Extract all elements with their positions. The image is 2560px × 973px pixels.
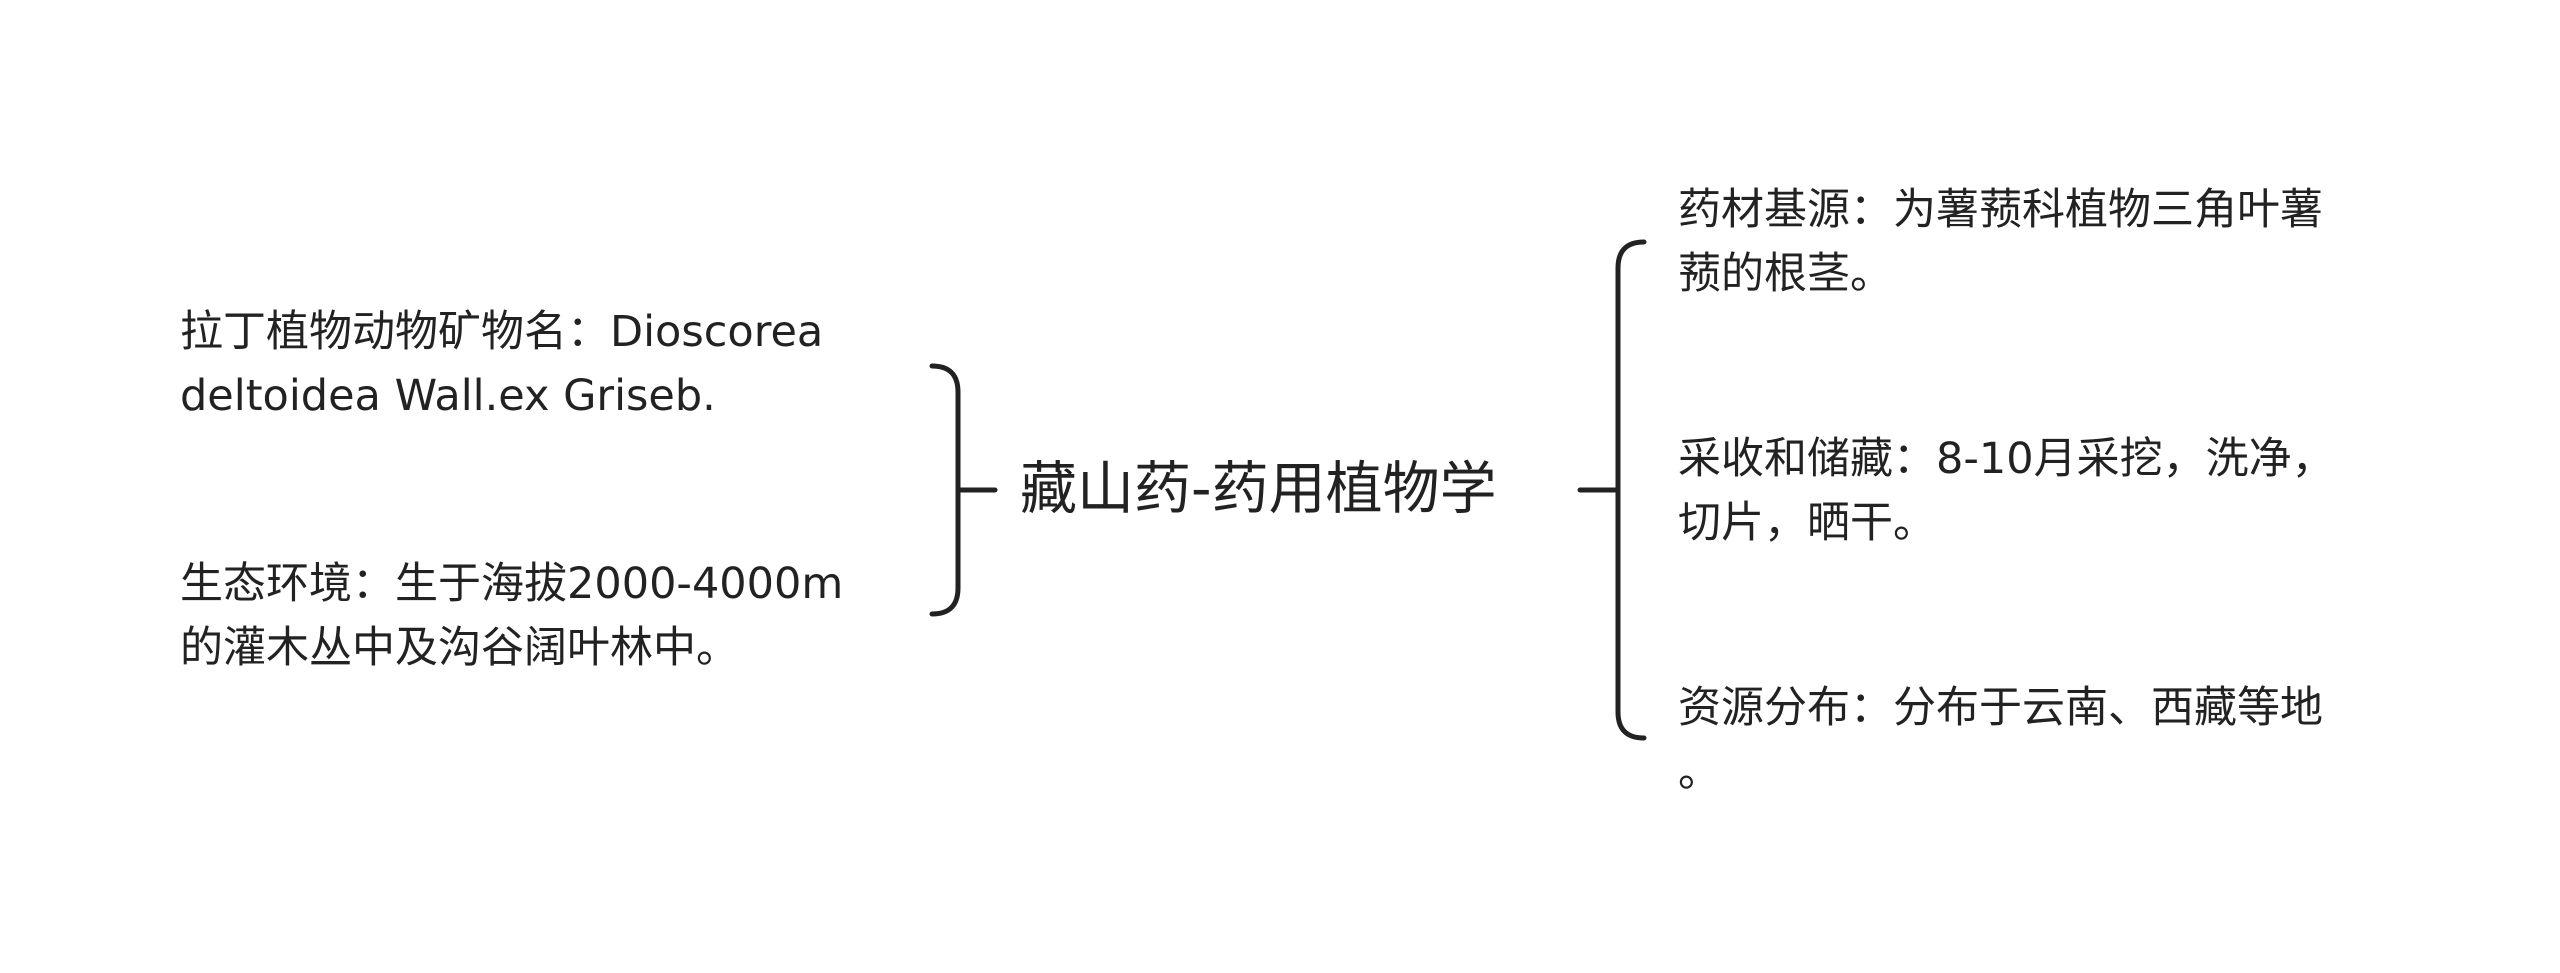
node-text-line: 拉丁植物动物矿物名：Dioscorea <box>180 307 824 357</box>
node-text-line: 资源分布：分布于云南、西藏等地 <box>1678 683 2323 733</box>
node-text-line: deltoidea Wall.ex Griseb. <box>180 371 716 421</box>
left-bracket <box>929 363 961 617</box>
left-node-latin-name[interactable]: 拉丁植物动物矿物名：Dioscorea deltoidea Wall.ex Gr… <box>180 300 900 428</box>
node-text-line: 的灌木丛中及沟谷阔叶林中。 <box>180 623 739 673</box>
right-node-harvest[interactable]: 采收和储藏：8-10月采挖，洗净， 切片，晒干。 <box>1678 427 2438 555</box>
node-text-line: 蓣的根茎。 <box>1678 249 1893 299</box>
right-node-source[interactable]: 药材基源：为薯蓣科植物三角叶薯 蓣的根茎。 <box>1678 178 2438 306</box>
left-node-habitat[interactable]: 生态环境：生于海拔2000-4000m 的灌木丛中及沟谷阔叶林中。 <box>180 552 920 680</box>
root-topic[interactable]: 藏山药-药用植物学 <box>1020 454 1580 524</box>
node-text-line: 。 <box>1678 747 1721 797</box>
node-text-line: 切片，晒干。 <box>1678 498 1936 548</box>
right-node-distribution[interactable]: 资源分布：分布于云南、西藏等地 。 <box>1678 676 2438 804</box>
node-text-line: 采收和储藏：8-10月采挖，洗净， <box>1678 434 2335 484</box>
right-bracket <box>1615 239 1647 741</box>
node-text-line: 生态环境：生于海拔2000-4000m <box>180 559 844 609</box>
node-text-line: 药材基源：为薯蓣科植物三角叶薯 <box>1678 185 2323 235</box>
root-topic-label: 藏山药-药用植物学 <box>1020 456 1497 522</box>
